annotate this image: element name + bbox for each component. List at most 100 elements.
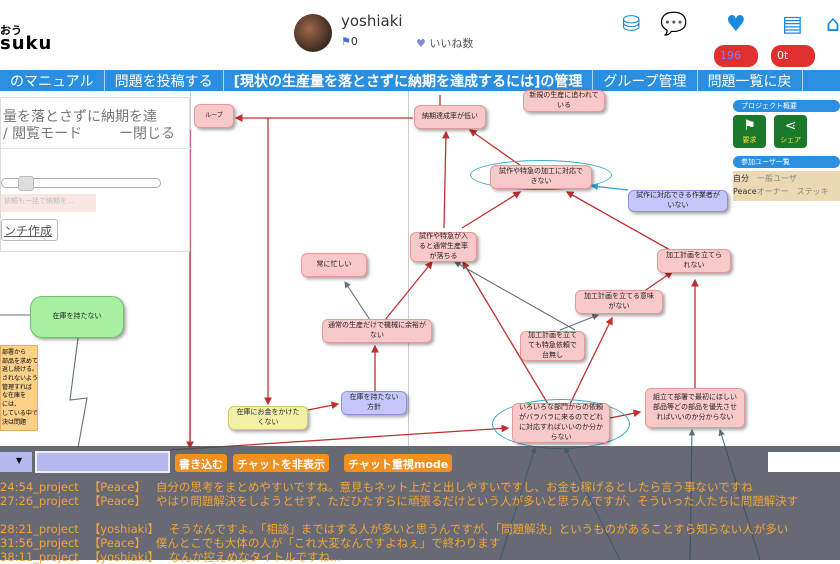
node[interactable]: 試作に対応できる作業者がいない: [628, 190, 728, 212]
message-user: 【Peace】: [88, 480, 146, 494]
chat-bubble-icon[interactable]: 💬: [660, 12, 688, 37]
hide-chat-button[interactable]: チャットを非表示: [233, 454, 329, 472]
chat-focus-mode-button[interactable]: チャット重視mode: [344, 454, 453, 472]
message-user: 【yoshiaki】: [88, 550, 160, 564]
likes-label: いいね数: [429, 37, 474, 50]
node[interactable]: 組立て部署で最初にほしい部品等どの部品を優先させればいいのか分からない: [645, 388, 745, 428]
flag-count: ⚑0: [341, 35, 358, 48]
chat-message: [0, 508, 840, 522]
sticky-note[interactable]: 部署から 部品を求めて 返し続ける。 されないように 管理すれば な在庫を には…: [0, 345, 38, 431]
message-text: そうなんですよ。「相談」まではする人が多いと思うんですが、「問題解決」というもの…: [169, 522, 789, 536]
overview-heading[interactable]: プロジェクト概要: [733, 100, 840, 112]
slider-handle[interactable]: [18, 176, 34, 191]
message-time: 38:11_project: [0, 550, 79, 564]
note-line: 部署から: [2, 349, 27, 356]
message-text: やはり問題解決をしようとせず、ただひたすらに頑張るだけという人が多いと思うんです…: [155, 494, 799, 508]
note-line: には、: [2, 401, 21, 409]
nav-problem-list[interactable]: 問題一覧に戻: [698, 70, 803, 91]
user-list: 自分 一般ユーザ Peaceオーナー ステッキ: [733, 171, 840, 201]
share-button[interactable]: ⋖シェア: [774, 115, 808, 148]
heart-icon: ♥: [416, 37, 426, 50]
note-line: 部品を求めて: [2, 357, 38, 365]
flag-icon: ⚑: [341, 35, 351, 48]
chat-message: 24:54_project 【Peace】自分の思考をまとめやすいですね。意見もネ…: [0, 480, 840, 494]
node[interactable]: 常に忙しい: [301, 253, 367, 277]
nav-project-manage[interactable]: [現状の生産量を落とさずに納期を達成するには]の管理: [224, 70, 594, 91]
node[interactable]: 試作や特急が入ると通常生産率が落ちる: [410, 232, 477, 262]
note-line: な在庫を: [2, 392, 27, 400]
node[interactable]: 在庫にお金をかけたくない: [228, 406, 308, 430]
node[interactable]: 納期達成率が低い: [414, 105, 486, 129]
note-line: 管理すれば: [2, 383, 33, 391]
nav-post-problem[interactable]: 問題を投稿する: [105, 70, 224, 91]
username[interactable]: yoshiaki: [341, 12, 403, 30]
header: おう suku yoshiaki ⚑0 ♥ いいね数 ⛁ 💬 ♥ ▤ ⌂ 196…: [0, 0, 840, 70]
note-line: 決は問題: [2, 418, 27, 426]
like-notification-icon[interactable]: ♥: [726, 12, 746, 37]
message-time: 27:26_project: [0, 494, 79, 508]
node[interactable]: 新規の生産に追われている: [523, 90, 605, 112]
message-text: なんか控えめなタイトルですね...: [169, 550, 341, 564]
write-button[interactable]: 書き込む: [175, 454, 227, 472]
divider: [1, 148, 191, 149]
request-icon: ⚑: [743, 118, 756, 134]
message-text: 僕んとこでも大体の人が「これ大変なんですよねぇ」で終わります: [155, 536, 501, 550]
logo[interactable]: suku: [0, 33, 53, 54]
flag-count-value: 0: [350, 35, 358, 48]
divider: [408, 91, 409, 451]
node[interactable]: 在庫を持たない: [30, 296, 124, 338]
side-panel: プロジェクト概要 ⚑ 要求 ⋖シェア 参加ユーザ一覧 自分 一般ユーザ Peace…: [733, 100, 840, 201]
nav-manual[interactable]: のマニュアル: [0, 70, 105, 91]
logo-subtitle: おう: [0, 24, 22, 37]
panel-title: 量を落とさずに納期を達: [3, 109, 157, 125]
node[interactable]: いろいろな部門からの依頼がバラバラに来るのでどれに対応すればいいのか分からない: [512, 403, 610, 443]
user-role: オーナー ステッキ: [756, 186, 829, 196]
chat-input[interactable]: [35, 451, 170, 473]
user-row[interactable]: 自分 一般ユーザ: [733, 173, 840, 186]
likes: ♥ いいね数: [416, 35, 473, 51]
share-icon: ⋖: [784, 118, 797, 134]
like-badge: 196: [714, 45, 758, 67]
message-time: 24:54_project: [0, 480, 79, 494]
points-icon[interactable]: ⛁: [622, 12, 641, 37]
user-row[interactable]: Peaceオーナー ステッキ: [733, 186, 840, 199]
home-icon[interactable]: ⌂: [826, 12, 840, 37]
node[interactable]: ループ: [194, 104, 234, 128]
view-mode-label[interactable]: / 閲覧モード: [3, 126, 83, 142]
chat-message: 38:11_project 【yoshiaki】なんか控えめなタイトルですね...: [0, 550, 840, 564]
node[interactable]: 試作や特急の加工に対応できない: [490, 165, 592, 189]
project-panel: 量を落とさずに納期を達 / 閲覧モード ー閉じる 依頼も一括で納期を… ンチ作成: [0, 97, 191, 252]
avatar[interactable]: [294, 14, 332, 52]
chat-messages: 24:54_project【Peace】自分の思考をまとめやすいですね。意見もネ…: [0, 480, 840, 564]
node[interactable]: 加工計画を立てる意味がない: [575, 290, 663, 314]
close-button[interactable]: ー閉じる: [119, 126, 175, 142]
message-time: 28:21_project: [0, 522, 79, 536]
chat-message: 28:21_project【yoshiaki】そうなんですよ。「相談」まではする…: [0, 522, 840, 536]
note-line: している中で: [2, 409, 38, 417]
chat-message: 27:26_project【Peace】やはり問題解決をしようとせず、ただひたす…: [0, 494, 840, 508]
node[interactable]: 通常の生産だけで機械に余裕がない: [322, 319, 432, 343]
create-button[interactable]: ンチ作成: [1, 219, 58, 241]
note-line: されないように: [2, 375, 38, 383]
message-text: 自分の思考をまとめやすいですね。意見もネット上だと出しやすいですし、お金も稼げる…: [155, 480, 753, 494]
nav-group-manage[interactable]: グループ管理: [593, 70, 698, 91]
message-icon[interactable]: ▤: [782, 12, 803, 37]
chat-search-input[interactable]: [768, 452, 840, 472]
main-nav: のマニュアル 問題を投稿する [現状の生産量を落とさずに納期を達成するには]の管…: [0, 70, 840, 91]
chat-message: 31:56_project 【Peace】僕んとこでも大体の人が「これ大変なんです…: [0, 536, 840, 550]
node[interactable]: 在庫を持たない方針: [341, 391, 407, 415]
chat-panel: ▼ 書き込む チャットを非表示 チャット重視mode 24:54_project…: [0, 446, 840, 564]
node[interactable]: 加工計画を立てられない: [657, 249, 731, 273]
users-heading: 参加ユーザ一覧: [733, 156, 840, 168]
chat-target-select[interactable]: ▼: [0, 452, 32, 472]
panel-note: 依頼も一括で納期を…: [1, 194, 96, 212]
user-role: 一般ユーザ: [757, 174, 797, 183]
request-button[interactable]: ⚑ 要求: [733, 115, 766, 148]
message-time: 31:56_project: [0, 536, 79, 550]
user-name: 自分: [733, 174, 749, 183]
request-label: 要求: [742, 136, 757, 144]
highlight-ellipse: [470, 160, 612, 190]
message-user: 【Peace】: [88, 536, 146, 550]
zoom-slider[interactable]: [1, 176, 161, 191]
node[interactable]: 加工計画を立てても特急依頼で台無し: [520, 331, 585, 361]
